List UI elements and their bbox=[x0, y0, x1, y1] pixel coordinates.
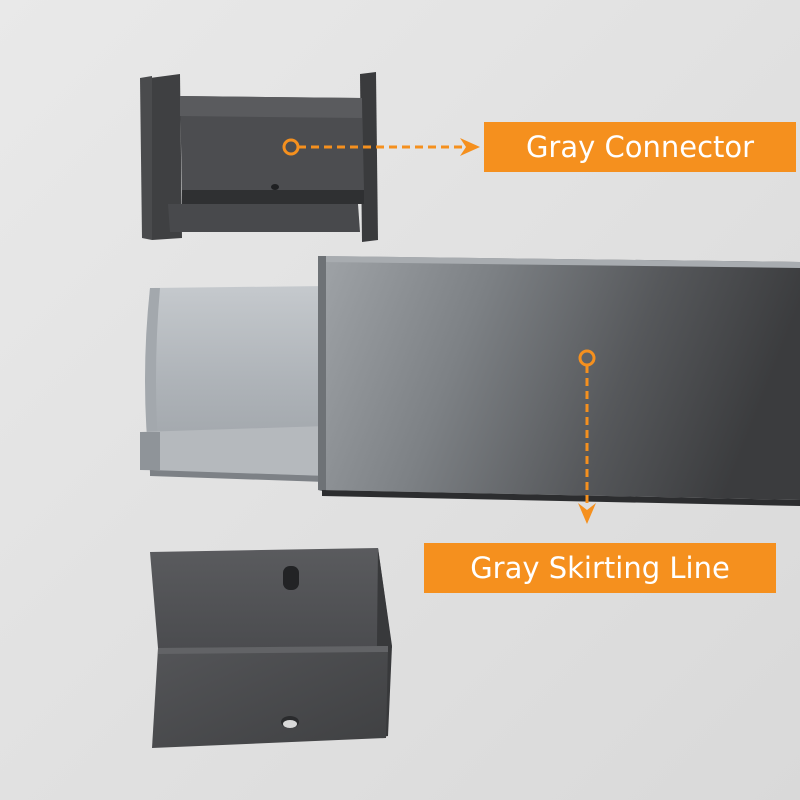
connector-label-bg bbox=[484, 122, 796, 172]
skirting-base-track bbox=[140, 286, 326, 482]
connector-callout-arrow bbox=[282, 138, 480, 156]
gray-skirting-line-label: Gray Skirting Line bbox=[470, 550, 730, 585]
end-cap-block-part bbox=[150, 548, 392, 748]
gray-connector-label: Gray Connector bbox=[525, 129, 755, 164]
gray-skirting-line-part bbox=[318, 256, 800, 506]
gray-connector-part bbox=[140, 72, 378, 242]
skirting-callout-arrow bbox=[578, 349, 596, 524]
skirting-label-bg bbox=[424, 543, 776, 593]
